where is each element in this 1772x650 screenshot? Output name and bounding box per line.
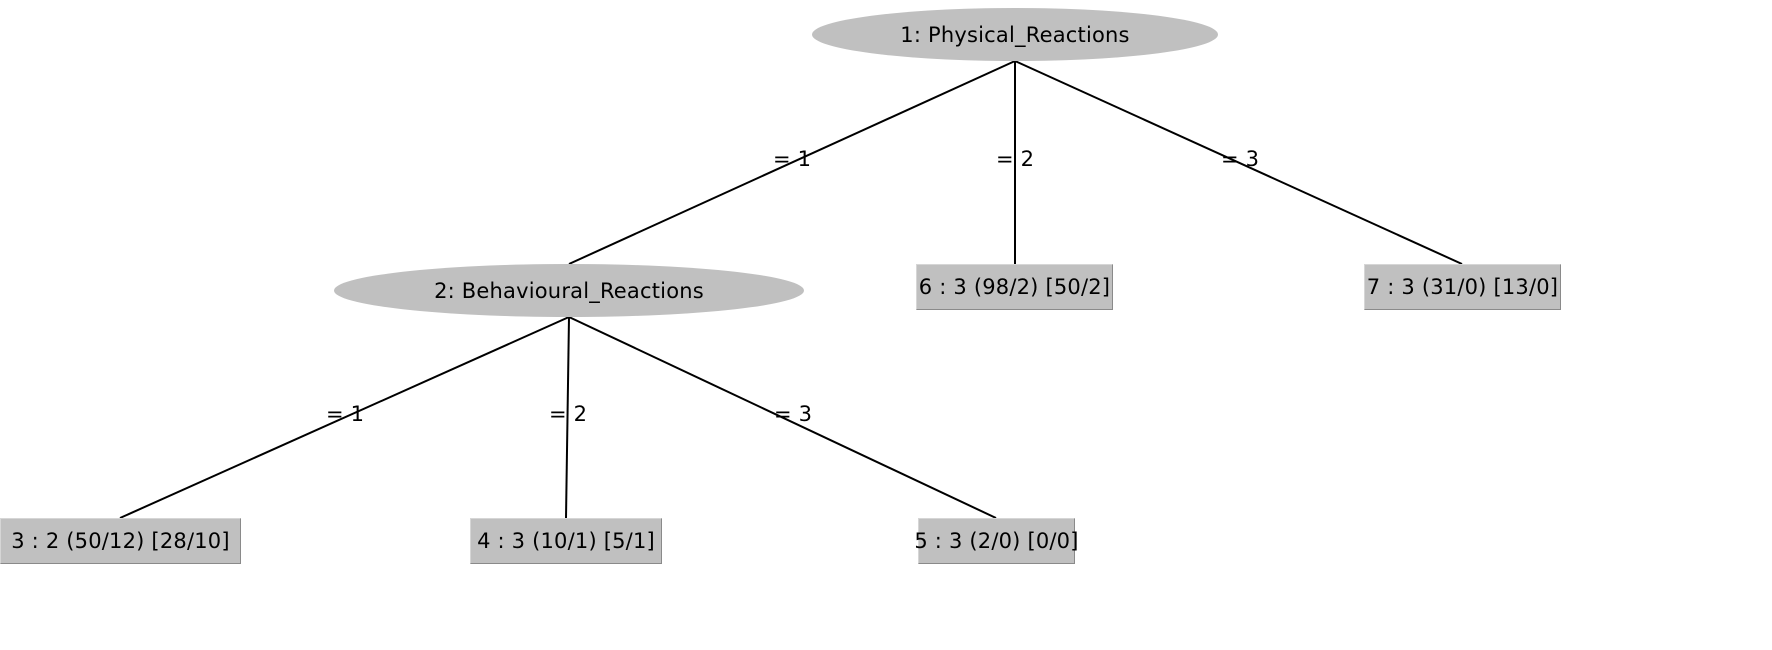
tree-edge-label: = 2 xyxy=(996,147,1035,171)
tree-node-label: 6 : 3 (98/2) [50/2] xyxy=(918,275,1111,299)
tree-edge-label: = 2 xyxy=(549,402,588,426)
tree-node-label: 4 : 3 (10/1) [5/1] xyxy=(477,529,655,553)
tree-node-7[interactable]: 7 : 3 (31/0) [13/0] xyxy=(1364,264,1561,310)
tree-node-label: 7 : 3 (31/0) [13/0] xyxy=(1366,275,1559,299)
tree-node-3[interactable]: 3 : 2 (50/12) [28/10] xyxy=(0,518,241,564)
tree-node-2[interactable]: 2: Behavioural_Reactions xyxy=(334,264,804,317)
tree-edge-label: = 3 xyxy=(1221,147,1260,171)
tree-edge-label: = 1 xyxy=(326,402,365,426)
tree-node-1[interactable]: 1: Physical_Reactions xyxy=(812,8,1218,61)
tree-node-label: 3 : 2 (50/12) [28/10] xyxy=(11,529,230,553)
tree-node-6[interactable]: 6 : 3 (98/2) [50/2] xyxy=(916,264,1113,310)
tree-node-5[interactable]: 5 : 3 (2/0) [0/0] xyxy=(914,518,1078,564)
tree-edge-label: = 3 xyxy=(774,402,813,426)
tree-node-label: 2: Behavioural_Reactions xyxy=(434,278,704,303)
tree-node-label: 1: Physical_Reactions xyxy=(900,22,1130,47)
tree-node-4[interactable]: 4 : 3 (10/1) [5/1] xyxy=(470,518,662,564)
tree-node-label: 5 : 3 (2/0) [0/0] xyxy=(914,529,1079,553)
tree-edge-label: = 1 xyxy=(773,147,812,171)
